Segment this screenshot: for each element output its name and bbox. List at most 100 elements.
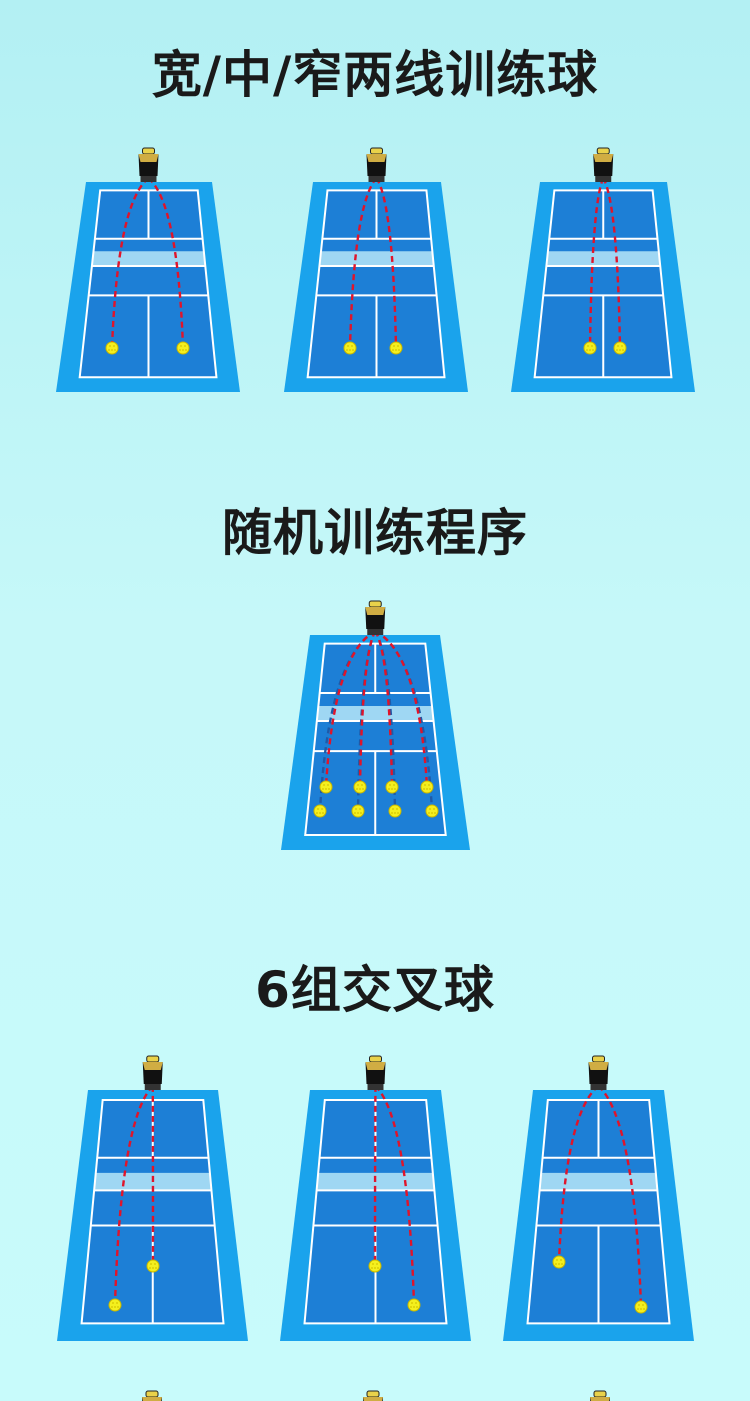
court-boundary xyxy=(303,1099,448,1325)
court-inner xyxy=(304,1100,447,1324)
ball-trajectory xyxy=(110,177,150,349)
ball-body xyxy=(583,341,597,355)
ball-hole xyxy=(155,1267,157,1269)
ball-hole xyxy=(351,345,353,347)
ball-hole xyxy=(182,349,184,351)
machine-band xyxy=(138,154,159,162)
court-diagram-partial xyxy=(590,1390,610,1401)
machine-base xyxy=(367,1084,384,1090)
machine-band xyxy=(365,607,386,615)
ball-trajectory xyxy=(597,1085,643,1308)
court-inner xyxy=(307,190,445,378)
ball-hole xyxy=(371,1267,373,1269)
court-diagram-partial xyxy=(142,1390,162,1401)
ball-hole xyxy=(360,812,362,814)
ball-hole xyxy=(393,345,395,347)
ball-hole xyxy=(113,345,115,347)
ball-hole xyxy=(180,345,182,347)
pickleball-icon xyxy=(368,1259,382,1273)
ball-hole xyxy=(391,788,393,790)
ball-hole xyxy=(642,1304,644,1306)
pickleball-icon xyxy=(425,804,439,818)
ball-body xyxy=(407,1298,421,1312)
net-band xyxy=(319,251,434,266)
net-band xyxy=(539,1172,658,1191)
ball-hole xyxy=(392,808,394,810)
pickleball-icon xyxy=(351,804,365,818)
ball-body xyxy=(343,341,357,355)
ball-hole xyxy=(349,349,351,351)
ball-hole xyxy=(560,1259,562,1261)
machine-base xyxy=(368,176,385,182)
ball-hole xyxy=(397,345,399,347)
ball-body xyxy=(634,1300,648,1314)
ball-body xyxy=(108,1298,122,1312)
court-diagram xyxy=(511,147,695,392)
ball-hole xyxy=(426,788,428,790)
ball-hole xyxy=(391,812,393,814)
machine-band xyxy=(363,1397,383,1401)
ball-hole xyxy=(328,788,330,790)
ball-hole xyxy=(398,349,400,351)
ball-hole xyxy=(185,349,187,351)
ball-trajectory xyxy=(324,629,376,788)
ball-body xyxy=(313,804,327,818)
ball-hole xyxy=(392,349,394,351)
ball-hole xyxy=(354,812,356,814)
ball-hole xyxy=(357,812,359,814)
ball-hole xyxy=(587,345,589,347)
ball-body xyxy=(552,1255,566,1269)
ball-hole xyxy=(396,808,398,810)
ball-hole xyxy=(362,788,364,790)
ball-hole xyxy=(586,349,588,351)
ball-trajectory xyxy=(557,1085,600,1263)
ball-body xyxy=(351,804,365,818)
ball-machine-icon xyxy=(366,147,387,182)
ball-hole xyxy=(114,1306,116,1308)
ball-machine-icon xyxy=(365,1055,386,1090)
ball-hole xyxy=(389,784,391,786)
ball-hole xyxy=(374,1267,376,1269)
ball-hole xyxy=(361,784,363,786)
ball-hole xyxy=(415,1302,417,1304)
pickleball-icon xyxy=(176,341,190,355)
ball-machine-icon xyxy=(590,1390,610,1401)
ball-hole xyxy=(316,812,318,814)
pickleball-icon xyxy=(105,341,119,355)
machine-band xyxy=(142,1397,162,1401)
ball-hole xyxy=(325,788,327,790)
machine-hopper-top xyxy=(142,147,155,155)
ball-hole xyxy=(394,812,396,814)
machine-hopper-top xyxy=(146,1055,160,1063)
pickleball-icon xyxy=(583,341,597,355)
ball-machine-icon xyxy=(142,1055,163,1090)
ball-hole xyxy=(410,1306,412,1308)
ball-hole xyxy=(355,808,357,810)
ball-hole xyxy=(431,812,433,814)
court-boundary xyxy=(78,189,218,379)
ball-body xyxy=(613,341,627,355)
ball-hole xyxy=(637,1308,639,1310)
ball-machine-icon xyxy=(365,600,386,635)
ball-trajectory xyxy=(374,630,397,812)
ball-trajectory xyxy=(374,630,394,788)
ball-hole xyxy=(616,349,618,351)
ball-body xyxy=(388,804,402,818)
pickleball-icon xyxy=(313,804,327,818)
pickleball-icon xyxy=(108,1298,122,1312)
ball-hole xyxy=(322,788,324,790)
ball-hole xyxy=(424,784,426,786)
pickleball-icon xyxy=(343,341,357,355)
machine-base xyxy=(590,1084,607,1090)
ball-trajectory xyxy=(113,1085,154,1306)
court-diagram xyxy=(280,1055,471,1341)
ball-hole xyxy=(111,349,113,351)
ball-hole xyxy=(589,349,591,351)
ball-hole xyxy=(116,1302,118,1304)
pickleball-icon xyxy=(613,341,627,355)
ball-body xyxy=(368,1259,382,1273)
ball-hole xyxy=(359,788,361,790)
ball-body xyxy=(425,804,439,818)
ball-hole xyxy=(346,349,348,351)
ball-hole xyxy=(149,1267,151,1269)
